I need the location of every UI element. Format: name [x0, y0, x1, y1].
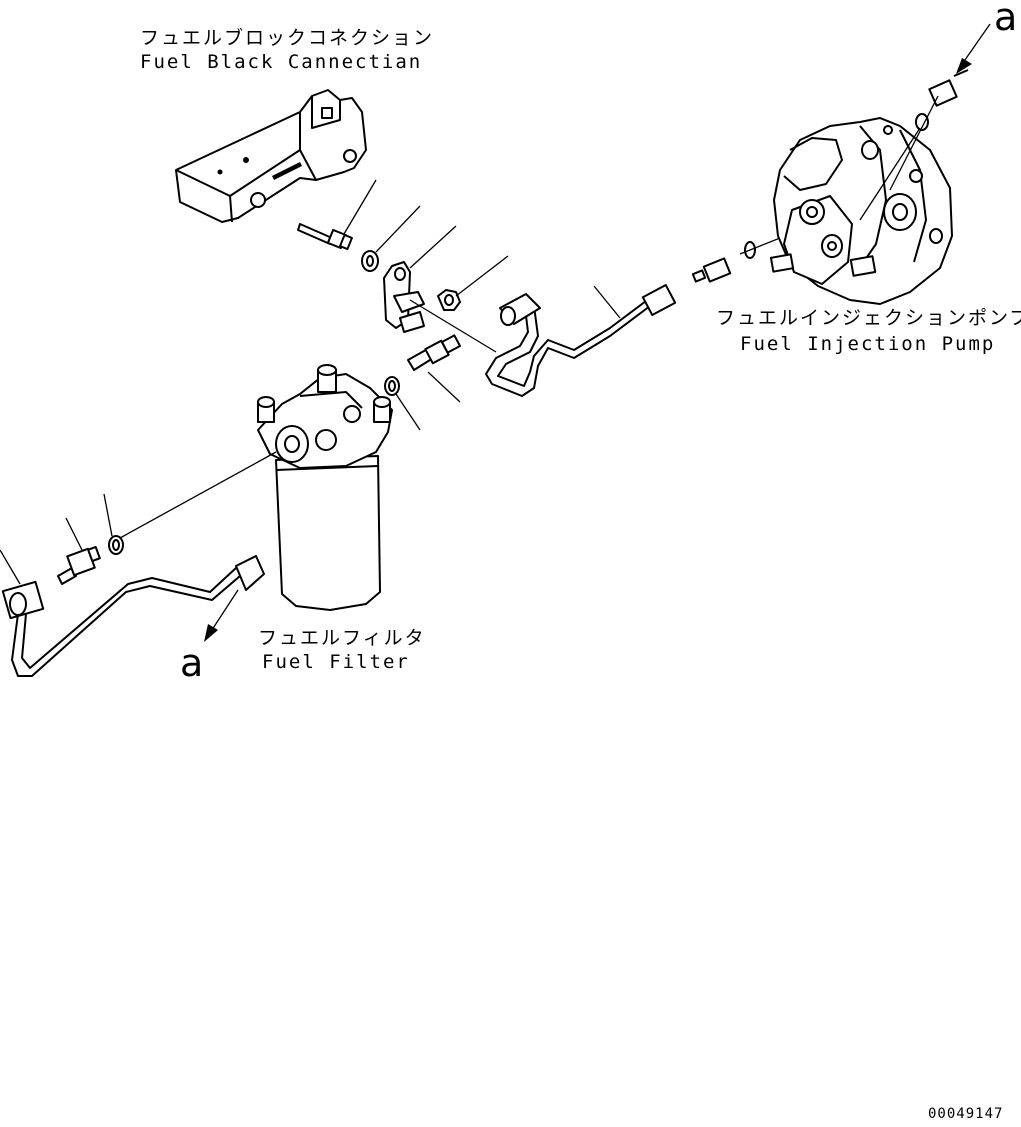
- fuel-filter: [257, 364, 393, 611]
- pump-outlet-fitting: [915, 69, 969, 131]
- fuel-block-label-jp: フュエルブロックコネクション: [140, 26, 434, 49]
- lower-connector: [57, 545, 101, 585]
- ref-arrow-top-right: [956, 23, 991, 74]
- banjo-bolt: [297, 223, 353, 251]
- ref-arrow-bottom-left: [204, 589, 239, 642]
- fuel-block-connection: [175, 89, 367, 223]
- connector-fitting: [407, 334, 461, 371]
- fuel-tube-upper: [485, 284, 677, 397]
- fuel-block-label-en: Fuel Black Cannectian: [140, 51, 422, 73]
- fuel-filter-label-en: Fuel Filter: [262, 651, 410, 673]
- bracket-clamp: [383, 261, 425, 333]
- ref-label-top-right: a: [994, 0, 1017, 39]
- pump-inlet-fitting: [691, 241, 756, 283]
- ref-label-bottom-left: a: [180, 641, 203, 685]
- fuel-injection-pump: [769, 117, 953, 305]
- injection-pump-label-en: Fuel Injection Pump: [740, 333, 995, 355]
- washer: [361, 250, 379, 272]
- nut: [437, 289, 461, 311]
- fuel-tube-lower: [1, 555, 265, 677]
- o-ring-filter-top: [384, 376, 400, 396]
- o-ring-lower: [108, 535, 124, 555]
- injection-pump-label-jp: フュエルインジェクションポンプ: [716, 307, 1021, 329]
- drawing-number: 00049147: [928, 1106, 1003, 1122]
- fuel-filter-label-jp: フュエルフィルタ: [258, 627, 426, 649]
